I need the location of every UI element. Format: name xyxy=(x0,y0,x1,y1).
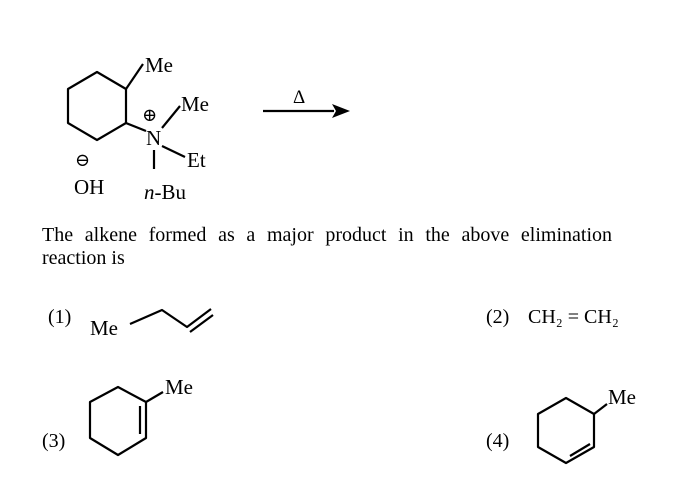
positive-charge-icon: ⊕ xyxy=(142,105,158,125)
n-butyl-label: n-Bu xyxy=(144,180,186,204)
option-4-number: (4) xyxy=(486,430,510,452)
ring-nitrogen-bond xyxy=(125,121,147,133)
heat-symbol: Δ xyxy=(293,87,306,108)
option-2-number: (2) xyxy=(486,306,510,328)
n-ethyl-label: Et xyxy=(187,148,206,172)
option-1-number: (1) xyxy=(48,306,72,328)
option-2-formula: CH₂ = CH₂ xyxy=(528,306,619,328)
ring-methyl-bond xyxy=(125,63,144,90)
option-3-number: (3) xyxy=(42,430,66,452)
option-1-methyl-label: Me xyxy=(90,316,118,340)
question-text: The alkene formed as a major product in … xyxy=(42,224,612,269)
n-ethyl-bond xyxy=(161,145,186,158)
option-4-methyl-label: Me xyxy=(608,385,636,409)
negative-charge-icon: ⊖ xyxy=(75,150,91,170)
n-methyl-bond xyxy=(161,105,181,129)
n-methyl-label: Me xyxy=(181,92,209,116)
hydroxide-label: OH xyxy=(74,175,105,199)
ring-methyl-label: Me xyxy=(145,53,173,77)
nitrogen-label: N xyxy=(146,126,162,150)
reaction-arrow xyxy=(263,104,350,118)
option-3-methyl-label: Me xyxy=(165,375,193,399)
